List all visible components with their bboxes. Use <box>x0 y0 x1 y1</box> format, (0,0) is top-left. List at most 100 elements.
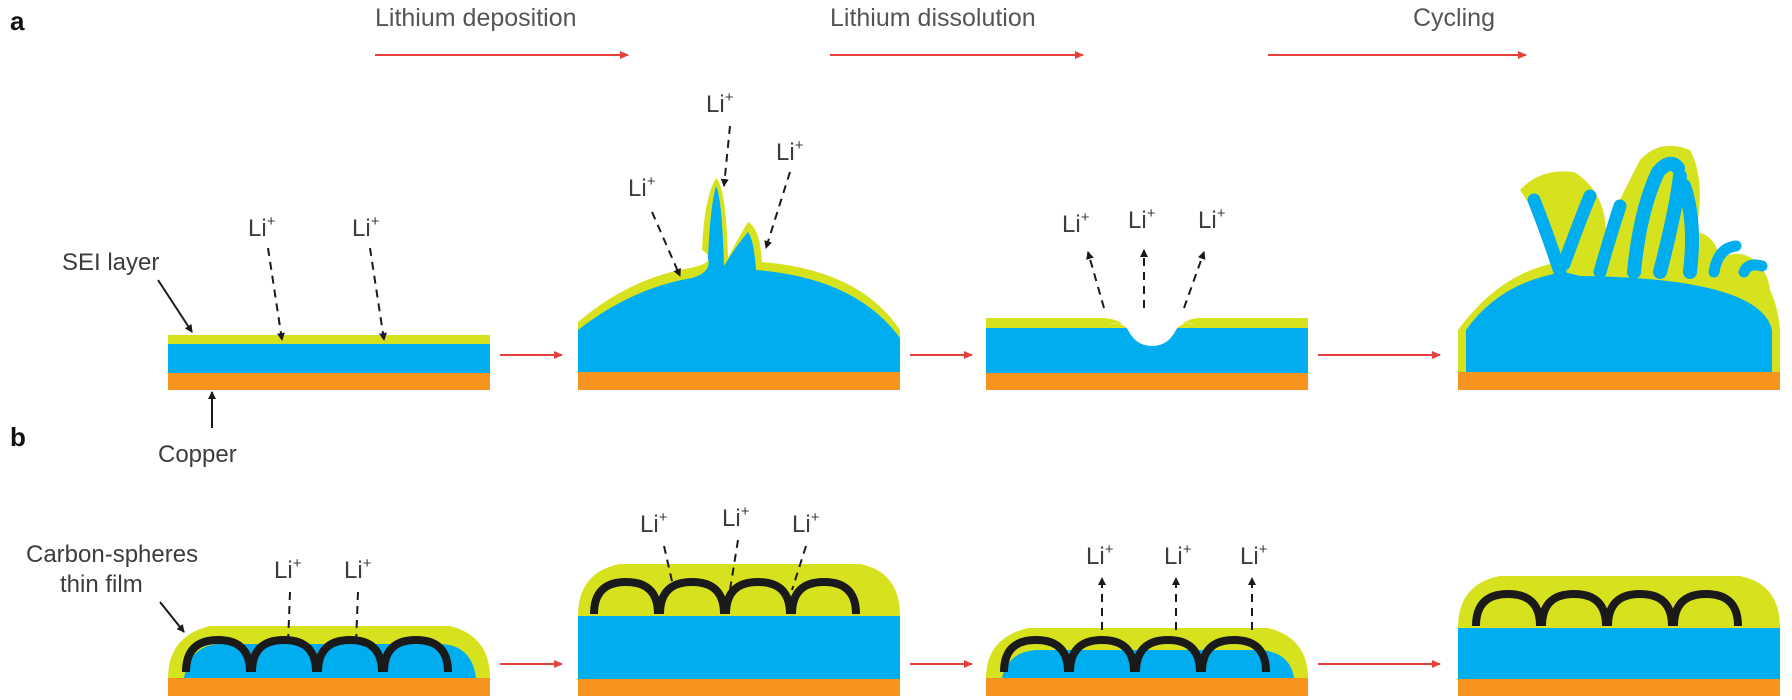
li-ion-text: Li <box>274 557 293 584</box>
li-ion-charge: + <box>1081 209 1090 226</box>
li-ion-text: Li <box>706 91 725 118</box>
step-heading-dissolution: Lithium dissolution <box>830 4 1084 59</box>
li-ion-charge: + <box>1259 541 1268 558</box>
li-ion-text: Li <box>1240 543 1259 570</box>
carbon-sphere-film <box>182 635 452 673</box>
li-ion-incoming-1: Li+ <box>274 555 302 645</box>
sei-pointer-arrow <box>157 279 193 333</box>
carbon-spheres-pointer-arrow <box>159 601 185 633</box>
svg-text:Li+: Li+ <box>776 137 804 166</box>
li-ion-text: Li <box>1128 207 1147 234</box>
li-ion-charge: + <box>647 173 656 190</box>
lithium-deposit <box>578 186 900 372</box>
panel-b-stage-4 <box>1458 576 1780 696</box>
li-ion-incoming-3: Li+ <box>764 137 804 249</box>
li-ion-outgoing-2: Li+ <box>1164 541 1192 630</box>
li-ion-incoming-1: Li+ <box>248 213 285 341</box>
li-ion-incoming-2: Li+ <box>352 213 387 341</box>
li-ion-charge: + <box>293 555 302 572</box>
li-ion-text: Li <box>1086 543 1105 570</box>
svg-text:Li+: Li+ <box>706 89 734 118</box>
svg-text:Li+: Li+ <box>1240 541 1268 570</box>
svg-text:Li+: Li+ <box>344 555 372 584</box>
li-ion-charge: + <box>1217 205 1226 222</box>
li-ion-incoming-1: Li+ <box>640 509 675 591</box>
svg-text:Li+: Li+ <box>274 555 302 584</box>
li-ion-charge: + <box>1147 205 1156 222</box>
li-ion-incoming-2: Li+ <box>706 89 734 187</box>
li-ion-outgoing-3: Li+ <box>1183 205 1226 309</box>
li-ion-text: Li <box>792 511 811 538</box>
li-ion-outgoing-3: Li+ <box>1240 541 1268 630</box>
li-ion-charge: + <box>1105 541 1114 558</box>
svg-text:Li+: Li+ <box>1198 205 1226 234</box>
sei-layer-label: SEI layer <box>62 249 159 276</box>
dendrite-filament <box>1627 156 1699 279</box>
lithium-layer <box>1002 650 1294 678</box>
li-ion-outgoing-1: Li+ <box>1086 541 1114 630</box>
copper-substrate <box>1458 372 1780 390</box>
li-ion-outgoing-1: Li+ <box>1062 209 1105 309</box>
li-ion-charge: + <box>811 509 820 526</box>
li-ion-charge: + <box>795 137 804 154</box>
li-ion-text: Li <box>344 557 363 584</box>
copper-substrate <box>986 678 1308 696</box>
sei-layer <box>168 335 490 344</box>
li-ion-text: Li <box>1062 211 1081 238</box>
lithium-layer <box>168 343 490 373</box>
li-ion-incoming-2: Li+ <box>722 503 750 591</box>
sei-layer <box>986 318 1308 330</box>
li-ion-text: Li <box>628 175 647 202</box>
li-ion-incoming-1: Li+ <box>628 173 681 277</box>
step-heading-deposition-text: Lithium deposition <box>375 4 577 32</box>
svg-text:Li+: Li+ <box>248 213 276 242</box>
svg-text:Li+: Li+ <box>722 503 750 532</box>
svg-text:Li+: Li+ <box>352 213 380 242</box>
li-ion-outgoing-2: Li+ <box>1128 205 1156 308</box>
li-ion-incoming-2: Li+ <box>344 555 372 645</box>
li-ion-text: Li <box>776 139 795 166</box>
step-heading-deposition: Lithium deposition <box>375 4 629 59</box>
li-ion-charge: + <box>267 213 276 230</box>
panel-b-stage-3: Li+ Li+ Li+ <box>986 541 1308 696</box>
dendrite-filament <box>1527 189 1627 279</box>
panel-a-stage-4 <box>1458 145 1780 390</box>
li-ion-charge: + <box>725 89 734 106</box>
panel-a-stage-2: Li+ Li+ Li+ <box>578 89 900 390</box>
carbon-spheres-label-line1: Carbon-spheres <box>26 541 198 568</box>
lithium-deposit <box>1466 272 1772 372</box>
li-ion-charge: + <box>659 509 668 526</box>
svg-text:Li+: Li+ <box>628 173 656 202</box>
li-ion-text: Li <box>1164 543 1183 570</box>
lithium-layer <box>1458 628 1780 679</box>
li-ion-text: Li <box>1198 207 1217 234</box>
svg-text:Li+: Li+ <box>1086 541 1114 570</box>
copper-substrate <box>578 372 900 390</box>
li-ion-text: Li <box>352 215 371 242</box>
panel-label-a: a <box>10 6 25 36</box>
step-heading-dissolution-text: Lithium dissolution <box>830 4 1036 32</box>
svg-text:Li+: Li+ <box>1164 541 1192 570</box>
carbon-sphere-film <box>590 577 860 615</box>
dendrite-filament <box>1708 240 1768 278</box>
carbon-sphere-film <box>1000 635 1270 673</box>
panel-b-stage-2: Li+ Li+ Li+ <box>578 503 900 696</box>
svg-text:Li+: Li+ <box>1062 209 1090 238</box>
svg-text:Li+: Li+ <box>1128 205 1156 234</box>
li-ion-text: Li <box>722 505 741 532</box>
panel-a-stage-1: SEI layer Copper Li+ Li+ <box>62 213 490 468</box>
copper-substrate <box>986 372 1308 390</box>
copper-substrate <box>168 372 490 390</box>
li-ion-text: Li <box>640 511 659 538</box>
svg-text:Li+: Li+ <box>640 509 668 538</box>
li-ion-charge: + <box>363 555 372 572</box>
copper-substrate <box>578 678 900 696</box>
li-ion-charge: + <box>371 213 380 230</box>
panel-label-b: b <box>10 422 26 452</box>
li-ion-charge: + <box>1183 541 1192 558</box>
lithium-layer <box>578 616 900 679</box>
carbon-sphere-film <box>1472 589 1742 627</box>
dissolution-pit <box>1108 323 1196 346</box>
copper-label: Copper <box>158 441 237 468</box>
